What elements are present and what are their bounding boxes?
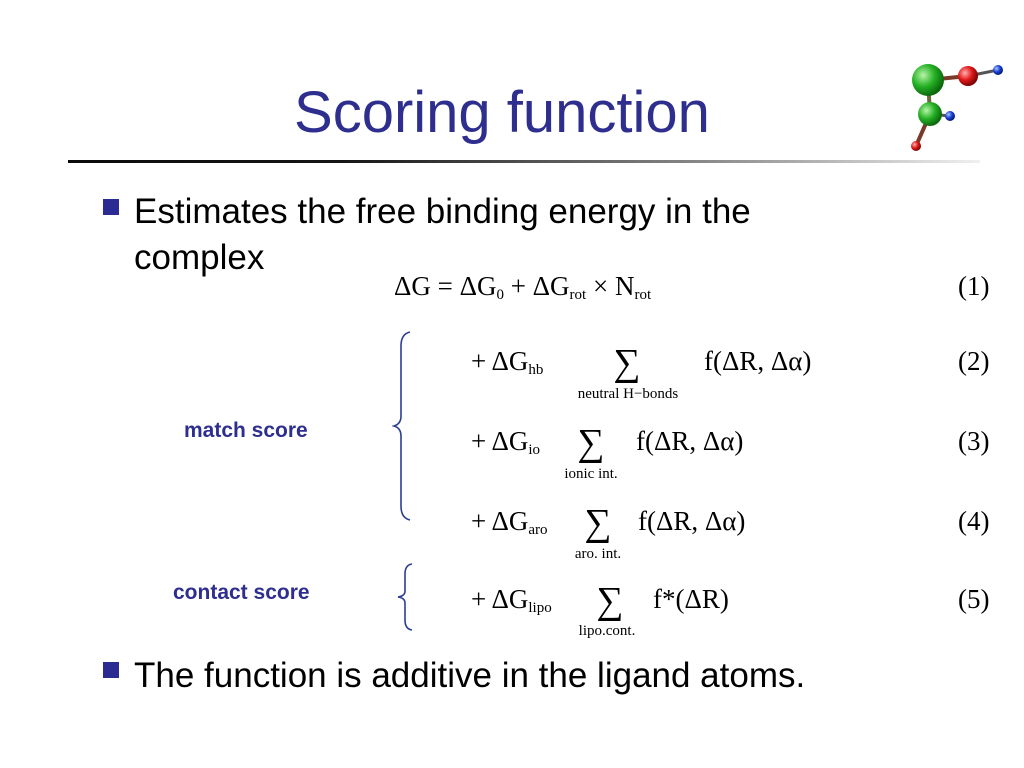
- bullet-1-line-1: Estimates the free binding energy in the: [134, 192, 751, 231]
- contact-score-brace: [397, 563, 413, 631]
- sum-sign: ∑: [577, 422, 605, 464]
- sum-subscript: aro. int.: [574, 546, 622, 562]
- equation-4-prefix: + ΔGaro: [471, 506, 548, 538]
- equation-5-prefix: + ΔGlipo: [471, 584, 552, 616]
- molecule-icon: [911, 64, 1003, 151]
- sum-sign: ∑: [596, 580, 624, 622]
- title-underline: [68, 160, 980, 163]
- sum-subscript: neutral H−bonds: [577, 386, 679, 402]
- equation-number-2: (2): [958, 346, 990, 376]
- equation-3-term: f(ΔR, Δα): [636, 426, 744, 456]
- equation-4-term: f(ΔR, Δα): [638, 506, 746, 536]
- slide-title: Scoring function: [294, 80, 710, 145]
- sum-sign: ∑: [584, 502, 612, 544]
- equation-number-5: (5): [958, 584, 990, 614]
- sum-sign: ∑: [613, 342, 641, 384]
- equation-1: ΔG = ΔG0 + ΔGrot × Nrot: [394, 271, 652, 303]
- bullet-2-text: The function is additive in the ligand a…: [134, 656, 806, 695]
- equation-5-term: f*(ΔR): [653, 584, 729, 614]
- equation-number-1: (1): [958, 271, 990, 301]
- contact-score-label: contact score: [173, 581, 310, 604]
- square-bullet-icon: [103, 199, 119, 215]
- bullet-1-line-2: complex: [134, 238, 265, 277]
- square-bullet-icon: [103, 662, 119, 678]
- match-score-brace: [392, 331, 411, 521]
- equation-number-3: (3): [958, 426, 990, 456]
- equation-3-prefix: + ΔGio: [471, 426, 541, 458]
- sum-subscript: ionic int.: [564, 466, 618, 482]
- match-score-label: match score: [184, 419, 308, 442]
- equation-number-4: (4): [958, 506, 990, 536]
- equation-2-term: f(ΔR, Δα): [704, 346, 812, 376]
- sum-subscript: lipo.cont.: [578, 623, 636, 639]
- equation-2-prefix: + ΔGhb: [471, 346, 544, 378]
